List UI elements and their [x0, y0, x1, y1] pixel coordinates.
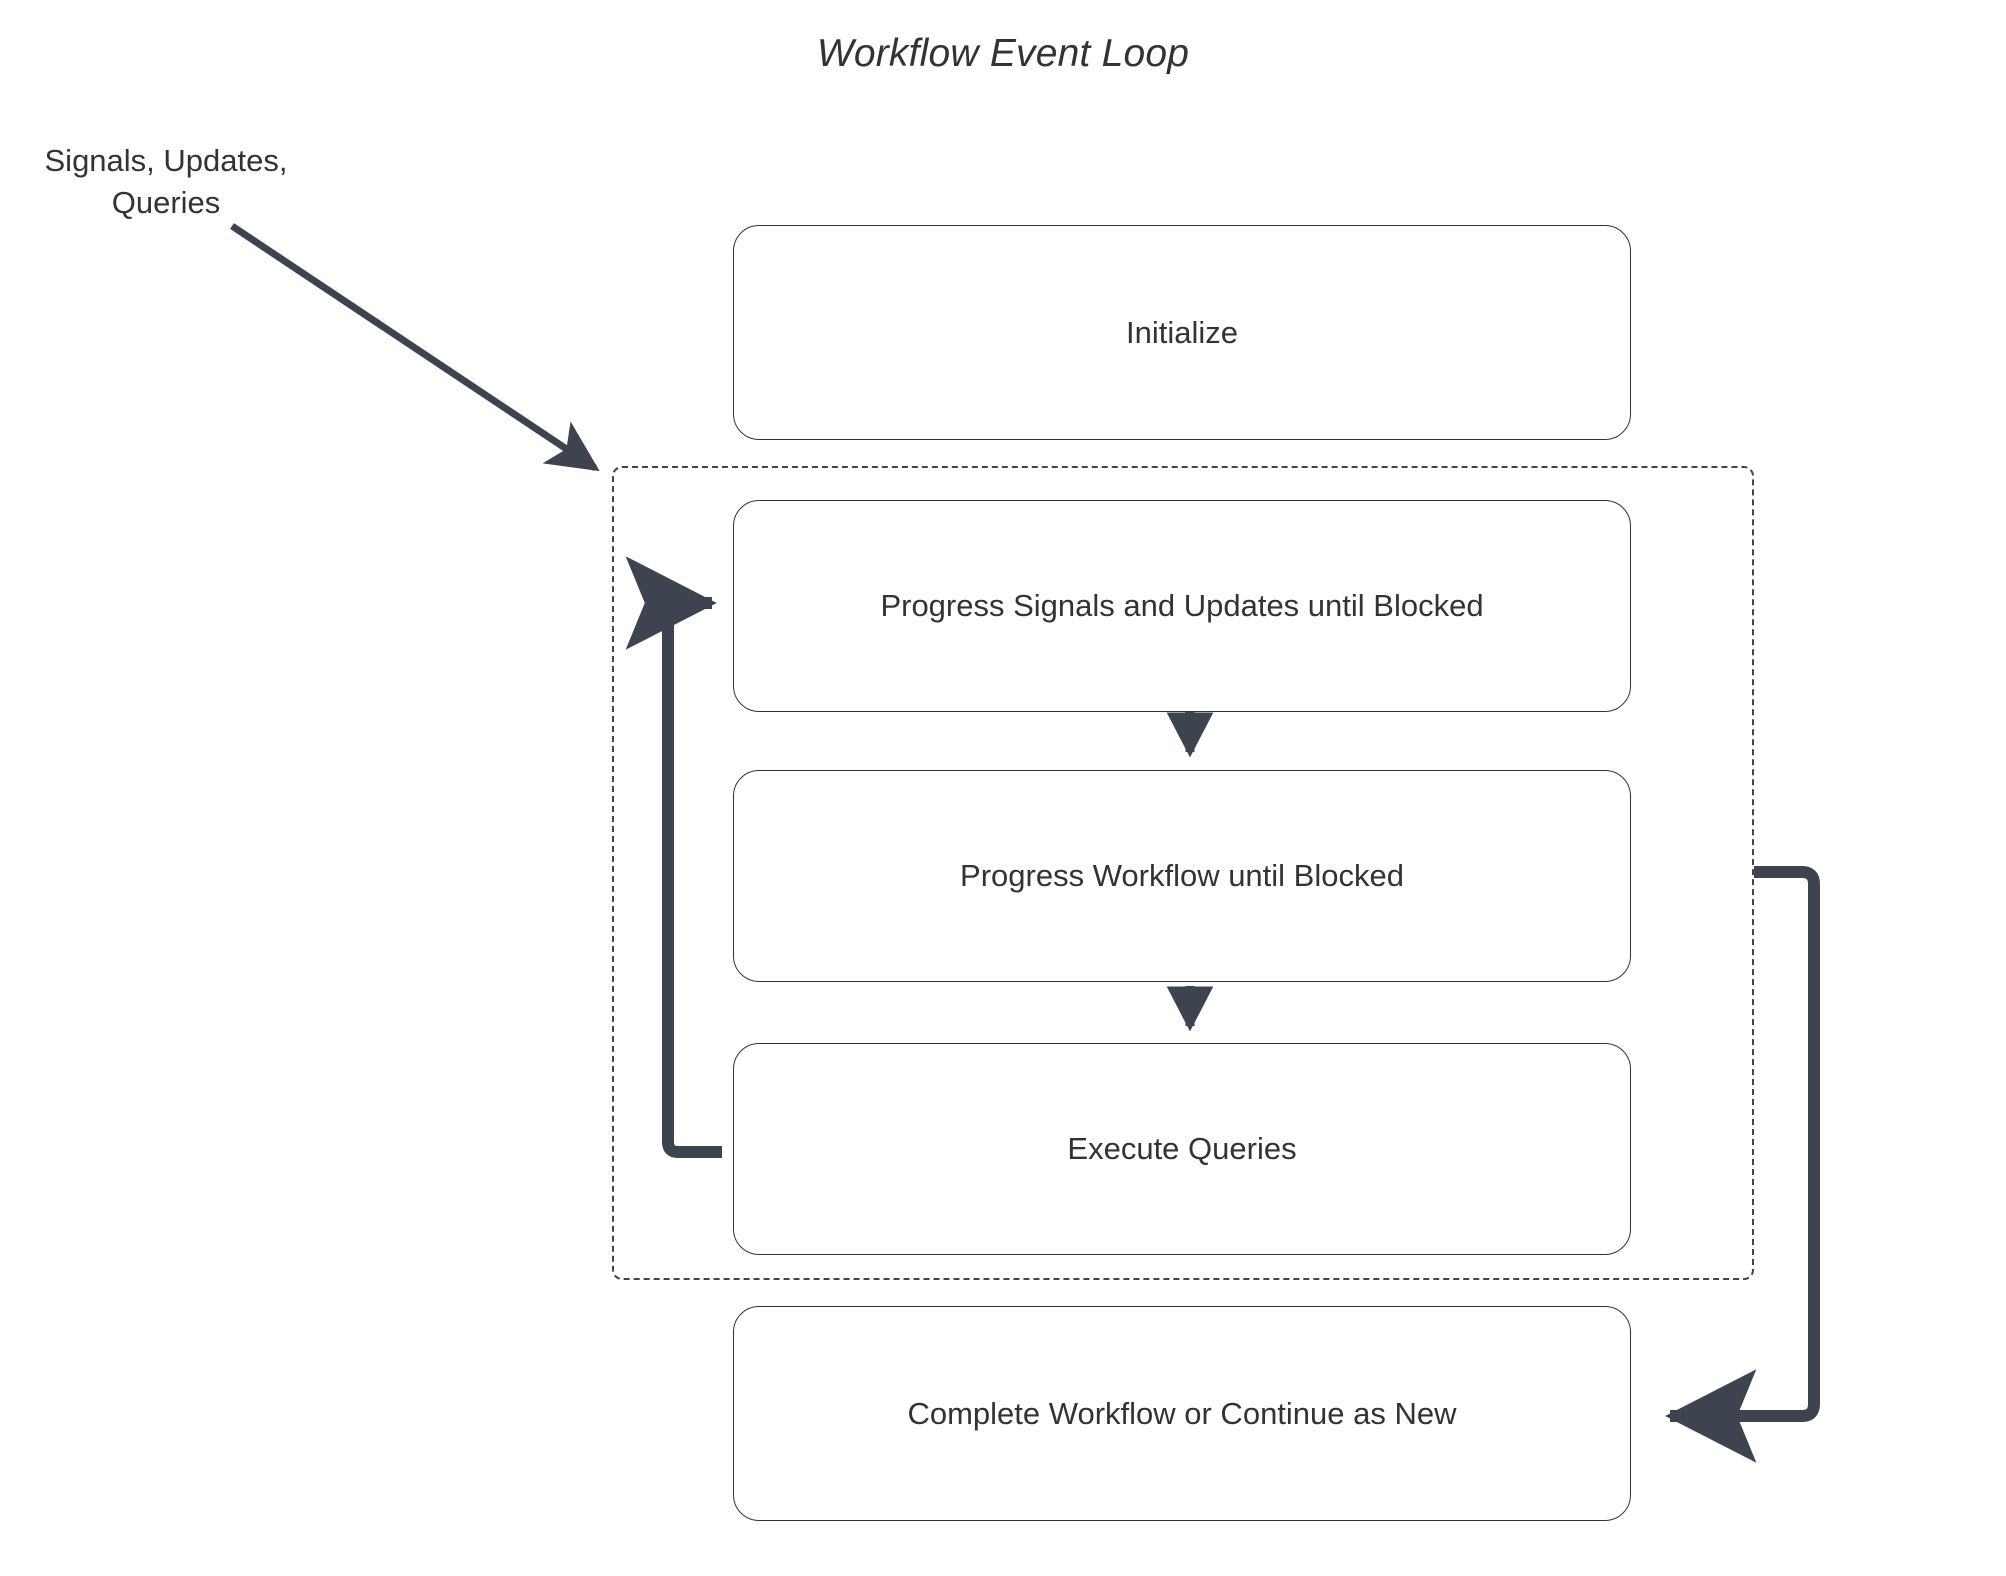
edge-external-input-to-loop [230, 223, 600, 472]
node-complete-workflow-label: Complete Workflow or Continue as New [907, 1395, 1457, 1431]
edge-loop-to-complete [1665, 866, 1820, 1463]
node-initialize[interactable]: Initialize [733, 225, 1631, 440]
external-input-label: Signals, Updates, Queries [44, 143, 288, 220]
node-execute-queries-label: Execute Queries [1067, 1131, 1297, 1166]
node-progress-signals-label: Progress Signals and Updates until Block… [880, 588, 1484, 623]
edge-queries-to-signals-loopback [625, 556, 722, 1158]
node-execute-queries[interactable]: Execute Queries [733, 1043, 1631, 1255]
node-progress-workflow[interactable]: Progress Workflow until Blocked [733, 770, 1631, 982]
node-progress-signals[interactable]: Progress Signals and Updates until Block… [733, 500, 1631, 712]
node-progress-workflow-label: Progress Workflow until Blocked [960, 858, 1404, 893]
node-complete-workflow[interactable]: Complete Workflow or Continue as New [733, 1306, 1631, 1521]
node-initialize-label: Initialize [1126, 314, 1238, 350]
page-title: Workflow Event Loop [816, 32, 1190, 75]
